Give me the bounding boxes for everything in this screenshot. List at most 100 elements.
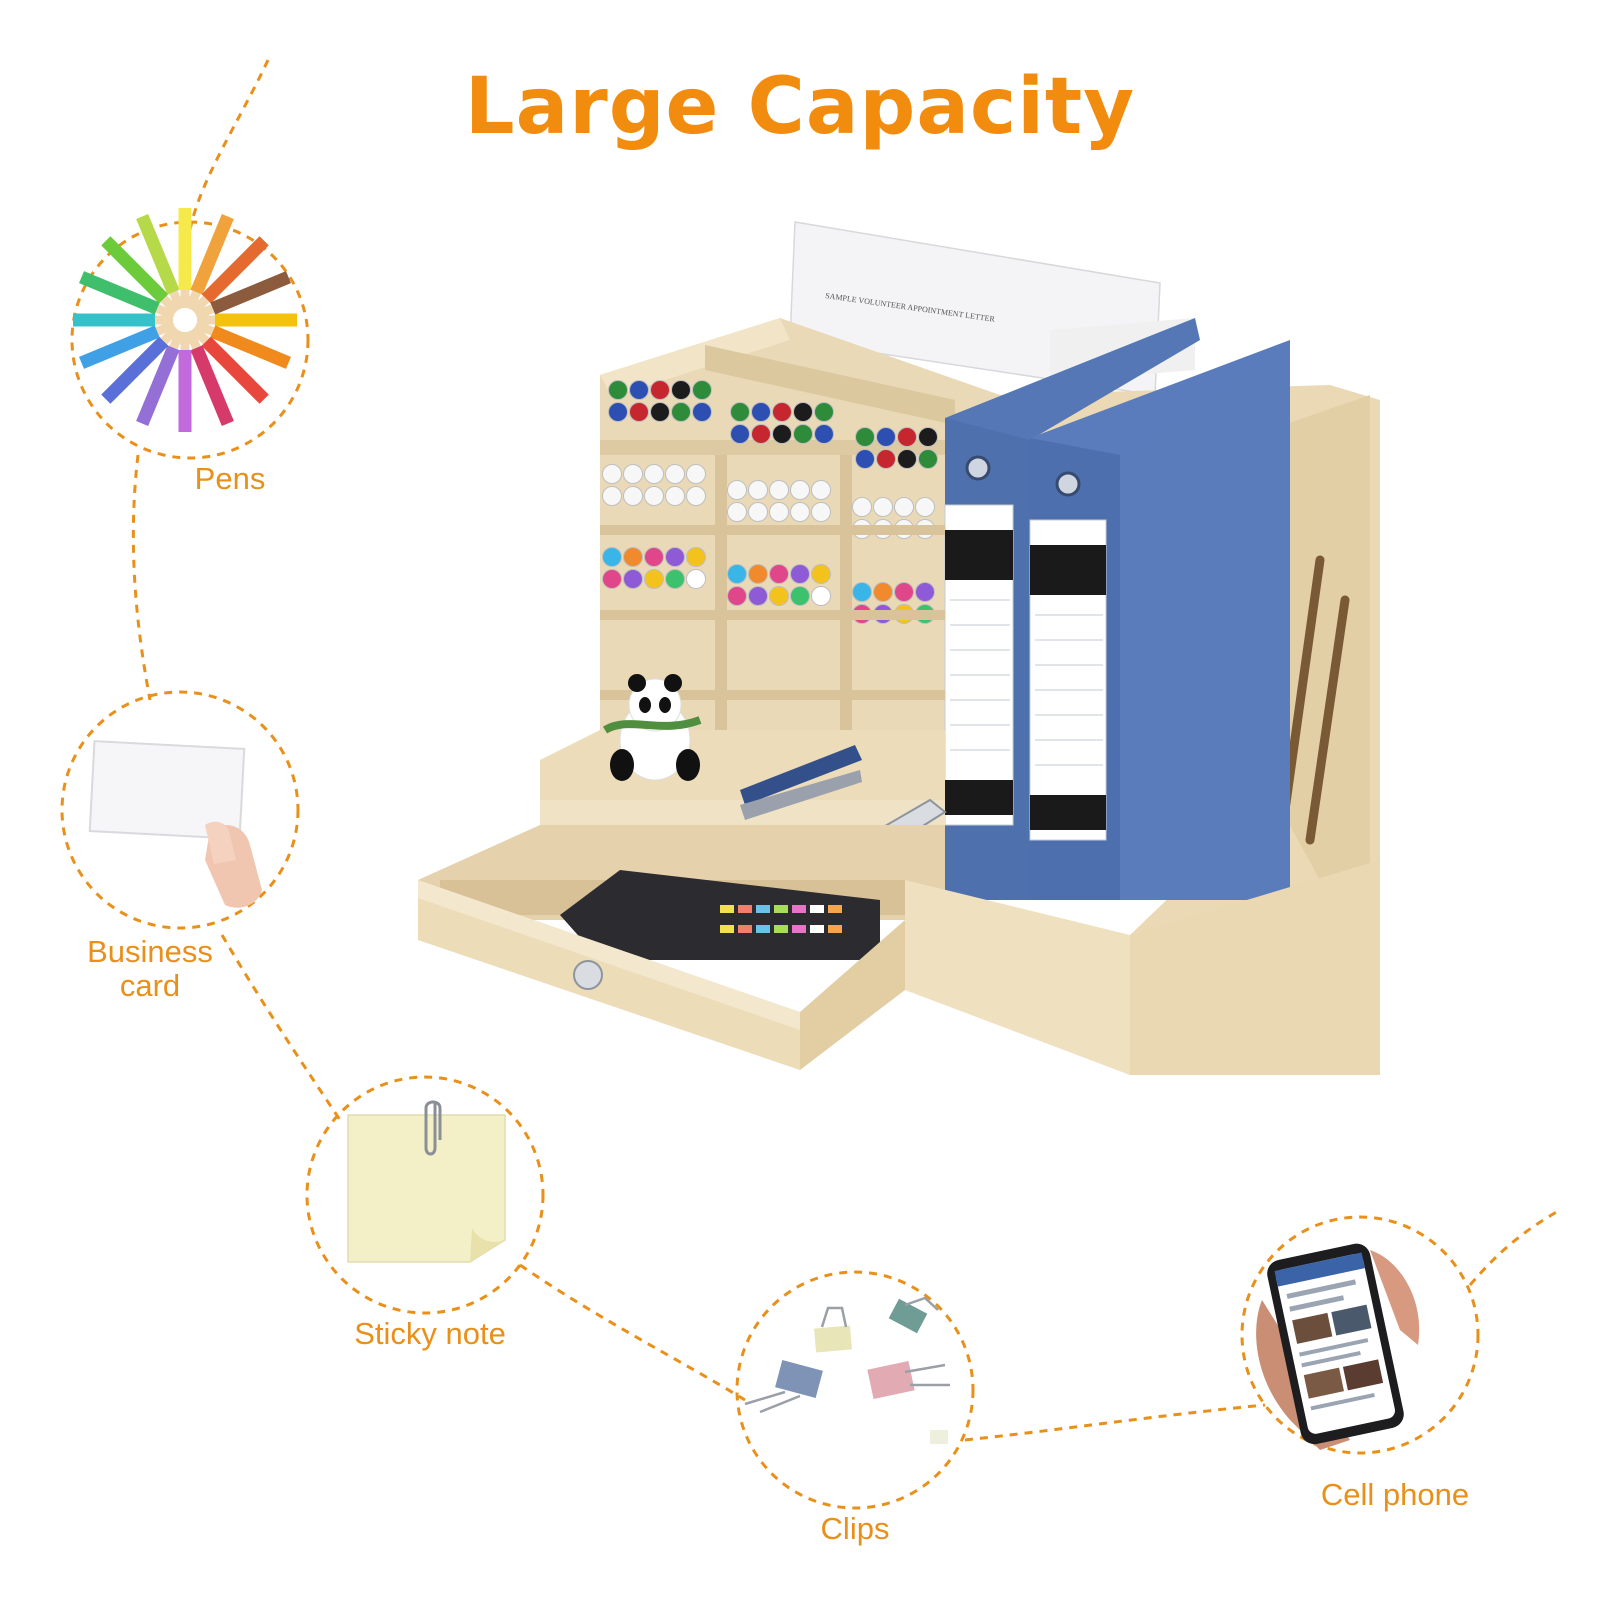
label-clips: Clips — [820, 1511, 890, 1546]
pen-cap — [727, 564, 747, 584]
pencil-tip — [190, 295, 210, 315]
pencil — [79, 325, 160, 369]
pen-cap — [769, 480, 789, 500]
pen-cap — [769, 564, 789, 584]
pen-cap — [665, 486, 685, 506]
pen-cap — [644, 547, 664, 567]
pen-cap — [814, 402, 834, 422]
pencil — [201, 236, 269, 304]
sticky-tab — [756, 925, 770, 933]
pen-cap — [772, 402, 792, 422]
pencil — [79, 271, 160, 315]
pen-cap — [855, 427, 875, 447]
pencil — [201, 336, 269, 404]
pen-cap — [629, 380, 649, 400]
pen-cap — [811, 502, 831, 522]
pen-cap — [608, 380, 628, 400]
stapler — [740, 745, 862, 820]
pencil — [190, 345, 234, 426]
pen-cap — [623, 486, 643, 506]
pen-cap — [727, 502, 747, 522]
binder-clips-icon — [744, 1296, 950, 1444]
pen-cap — [793, 402, 813, 422]
pen-cap — [852, 497, 872, 517]
pen-cap — [665, 464, 685, 484]
pencil — [101, 336, 169, 404]
pen-cap — [602, 464, 622, 484]
pen-cap — [811, 480, 831, 500]
sticky-note-icon — [347, 1100, 506, 1263]
sticky-tab — [810, 905, 824, 913]
sticky-tab — [738, 925, 752, 933]
pencil-tip — [194, 304, 215, 320]
sticky-tab — [774, 905, 788, 913]
pen-cap — [915, 582, 935, 602]
sticky-tab — [738, 905, 752, 913]
pen-cap — [727, 480, 747, 500]
label-business-card-line-2: card — [119, 968, 181, 1003]
pencil — [190, 214, 234, 295]
pen-cap — [772, 424, 792, 444]
pen-cap — [602, 569, 622, 589]
pen-cap — [790, 502, 810, 522]
pencil — [136, 345, 180, 426]
pen-cap — [790, 586, 810, 606]
page-title: Large Capacity — [464, 62, 1136, 152]
pen-cap — [769, 502, 789, 522]
pen-cap — [686, 569, 706, 589]
pen-cap — [692, 380, 712, 400]
pencil-tip — [185, 290, 201, 311]
pen-cap — [876, 427, 896, 447]
pencil-tip — [155, 320, 176, 336]
panda-figure — [602, 674, 702, 781]
pen-cap — [608, 402, 628, 422]
pen-cap — [730, 402, 750, 422]
pen-cap — [650, 380, 670, 400]
pen-cap — [671, 402, 691, 422]
pen-cap — [876, 449, 896, 469]
pen-cap — [602, 547, 622, 567]
pencil-tip — [169, 329, 185, 350]
sticky-tab — [720, 925, 734, 933]
pencil-tip — [194, 320, 215, 336]
sticky-tab — [756, 905, 770, 913]
sticky-tab — [828, 925, 842, 933]
pen-cap — [790, 564, 810, 584]
pen-cap — [650, 402, 670, 422]
pen-cap — [686, 486, 706, 506]
pen-cap — [727, 586, 747, 606]
pen-cap — [811, 586, 831, 606]
pen-cap — [915, 497, 935, 517]
pen-cap — [897, 449, 917, 469]
pencil-tip — [185, 329, 201, 350]
pen-cap — [855, 449, 875, 469]
pen-cap — [730, 424, 750, 444]
pen-cap — [671, 380, 691, 400]
cell-phone-icon — [1256, 1243, 1420, 1450]
pen-cap — [814, 424, 834, 444]
label-sticky-note: Sticky note — [354, 1316, 506, 1351]
pen-cap — [894, 582, 914, 602]
pencil — [210, 271, 291, 315]
sticky-tab — [792, 925, 806, 933]
pen-cap — [811, 564, 831, 584]
pen-cap — [602, 486, 622, 506]
pen-cap — [623, 569, 643, 589]
label-pens: Pens — [194, 461, 266, 496]
pen-cap — [665, 569, 685, 589]
pen-cap — [644, 486, 664, 506]
sticky-tab — [810, 925, 824, 933]
sticky-tab — [720, 905, 734, 913]
pen-cap — [790, 480, 810, 500]
pen-cap — [894, 497, 914, 517]
pen-cap — [686, 547, 706, 567]
sticky-tab — [792, 905, 806, 913]
pen-cap — [623, 464, 643, 484]
pen-cap — [918, 449, 938, 469]
pen-cap — [644, 464, 664, 484]
dashed-connector — [60, 59, 1561, 1510]
label-business-card-line-1: Business — [87, 934, 213, 969]
pen-cap — [873, 582, 893, 602]
pen-cap — [692, 402, 712, 422]
